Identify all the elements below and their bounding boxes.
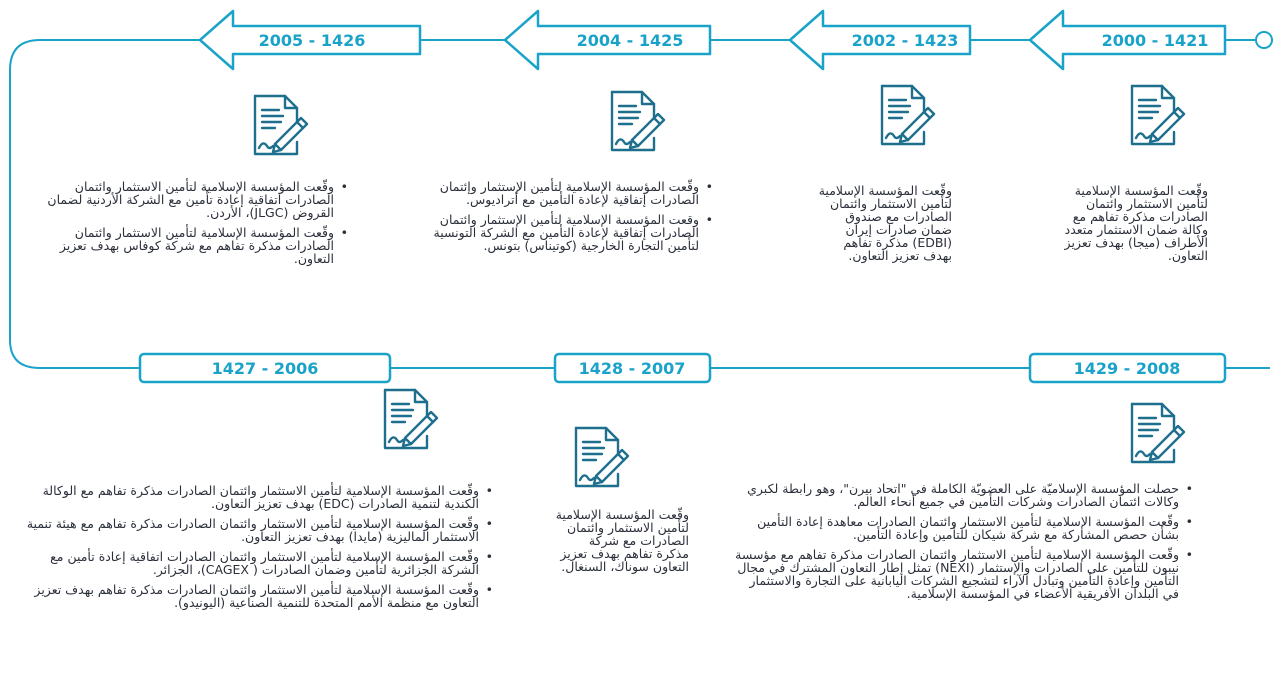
box-2008 (1028, 352, 1227, 384)
arrow-2002 (788, 9, 972, 71)
milestone-2004-text: وقّعت المؤسسة الإسلامية لتأمين الإستثمار… (415, 180, 715, 259)
milestone-2000-text: وقّعت المؤسسة الإسلامية لتأمين الاستثمار… (1064, 183, 1208, 263)
list-item: وقّعت المؤسسة الإسلامية لتأمين الاستثمار… (735, 515, 1193, 541)
label-2005: 2005 - 1426 (259, 31, 366, 50)
box-2006 (138, 352, 392, 384)
list-item: وقعت المؤسسة الإسلامية لتأمين الإستثمار … (415, 213, 713, 252)
document-signing-icon (1130, 84, 1186, 146)
milestone-2006-text: وقّعت المؤسسة الإسلامية لتأمين الاستثمار… (25, 484, 495, 616)
label-2008: 1429 - 2008 (1074, 359, 1181, 378)
list-item: حصلت المؤسسة الإسلاميّة على العضويّة الك… (735, 482, 1193, 508)
label-2007: 1428 - 2007 (579, 359, 686, 378)
document-signing-icon (574, 426, 630, 488)
arrow-2005 (198, 9, 422, 71)
list-item: وقّعت المؤسسة الإسلامية لتأمين الاستثمار… (25, 517, 493, 543)
label-2006: 1427 - 2006 (212, 359, 319, 378)
milestone-2007-text: وقّعت المؤسسة الإسلامية لتأمين الاستثمار… (555, 507, 689, 574)
timeline-start-circle (1255, 31, 1273, 49)
list-item: وقّعت المؤسسة الإسلامية لتأمين الإستثمار… (415, 180, 713, 206)
milestone-2008-text: حصلت المؤسسة الإسلاميّة على العضويّة الك… (735, 482, 1195, 607)
document-signing-icon (880, 84, 936, 146)
list-item: وقّعت المؤسسة الإسلامية لتأمين الاستثمار… (25, 583, 493, 609)
list-item: وقّعت المؤسسة الإسلامية لتأمين الاستثمار… (30, 180, 348, 219)
label-2000: 2000 - 1421 (1102, 31, 1209, 50)
timeline-curve-left (9, 39, 200, 369)
document-signing-icon (610, 90, 666, 152)
arrow-2000 (1028, 9, 1227, 71)
list-item: وقّعت المؤسسة الإسلامية لتأمين الاستثمار… (735, 548, 1193, 600)
document-signing-icon (383, 388, 439, 450)
box-2007 (553, 352, 712, 384)
document-signing-icon (253, 94, 309, 156)
arrow-2004 (503, 9, 712, 71)
list-item: وقّعت المؤسسة الإسلامية لتأمين الاستثمار… (25, 550, 493, 576)
label-2002: 2002 - 1423 (852, 31, 959, 50)
milestone-2005-text: وقّعت المؤسسة الإسلامية لتأمين الاستثمار… (30, 180, 350, 272)
document-signing-icon (1130, 402, 1186, 464)
list-item: وقّعت المؤسسة الإسلامية لتأمين الاستثمار… (25, 484, 493, 510)
milestone-2002-text: وقّعت المؤسسة الإسلامية لتأمين الاستثمار… (818, 183, 952, 263)
label-2004: 2004 - 1425 (577, 31, 684, 50)
list-item: وقّعت المؤسسة الإسلامية لتأمين الاستثمار… (30, 226, 348, 265)
